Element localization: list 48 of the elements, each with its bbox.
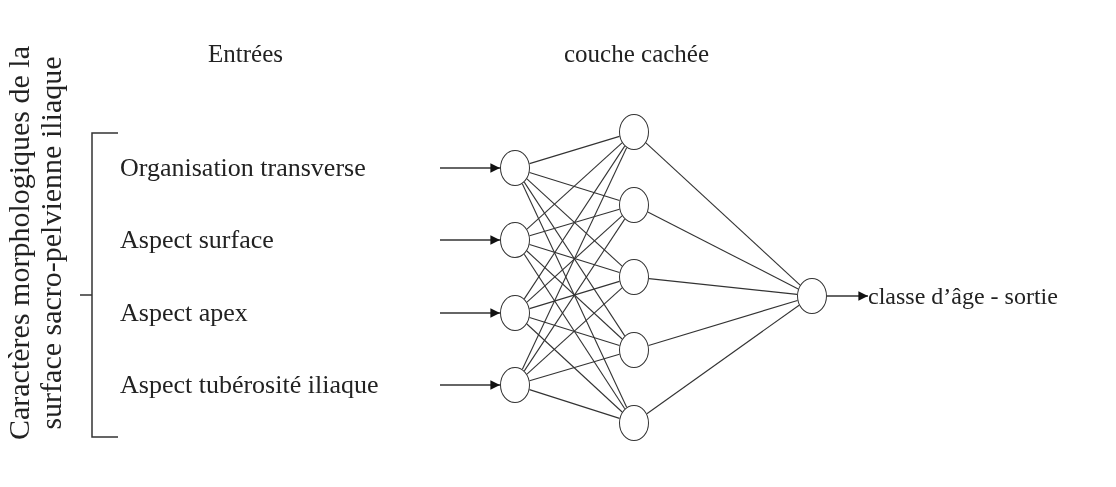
- connection-line: [523, 253, 626, 410]
- connection-line: [529, 208, 620, 237]
- connection-line: [529, 353, 620, 382]
- connection-line: [526, 142, 623, 230]
- arrow: [439, 163, 501, 173]
- connection-line: [645, 142, 801, 286]
- connection-line: [523, 218, 626, 372]
- connection-line: [526, 178, 623, 267]
- connection-line: [523, 145, 626, 300]
- connection-line: [647, 211, 799, 290]
- group-title: Caractères morphologiques de la surface sacro-pelvienne iliaque: [3, 45, 67, 442]
- connection-line: [521, 147, 628, 370]
- connection-line: [648, 299, 798, 347]
- connection-line: [526, 323, 623, 413]
- arrow: [826, 291, 869, 301]
- input-label: Organisation transverse: [120, 150, 420, 186]
- arrow: [439, 235, 501, 245]
- connection-line: [528, 389, 621, 419]
- connection-line: [523, 181, 626, 337]
- input-label: Aspect apex: [120, 295, 420, 331]
- connection-line: [526, 215, 623, 303]
- connection-line: [528, 316, 621, 347]
- neuron-circle: [500, 295, 530, 331]
- connection-line: [529, 280, 620, 310]
- neuron-circle: [797, 278, 827, 314]
- output-label: classe d’âge - sortie: [868, 278, 1108, 314]
- column-heading: Entrées: [208, 40, 283, 68]
- neuron-circle: [500, 222, 530, 258]
- arrow: [439, 308, 501, 318]
- column-heading: couche cachée: [564, 40, 710, 68]
- neuron-circle: [619, 332, 649, 368]
- input-label: Aspect tubérosité iliaque: [120, 367, 420, 403]
- connection-line: [528, 243, 621, 274]
- connection-line: [526, 287, 623, 375]
- input-label: Aspect surface: [120, 222, 420, 258]
- neuron-circle: [619, 259, 649, 295]
- connection-line: [529, 135, 620, 165]
- neuron-circle: [619, 187, 649, 223]
- connection-line: [646, 304, 800, 415]
- neuron-circle: [500, 367, 530, 403]
- connection-line: [521, 183, 628, 408]
- connection-line: [648, 278, 798, 295]
- neuron-circle: [500, 150, 530, 186]
- connection-line: [528, 171, 621, 202]
- connection-line: [526, 250, 623, 340]
- neuron-circle: [619, 114, 649, 150]
- neuron-circle: [619, 405, 649, 441]
- arrow: [439, 380, 501, 390]
